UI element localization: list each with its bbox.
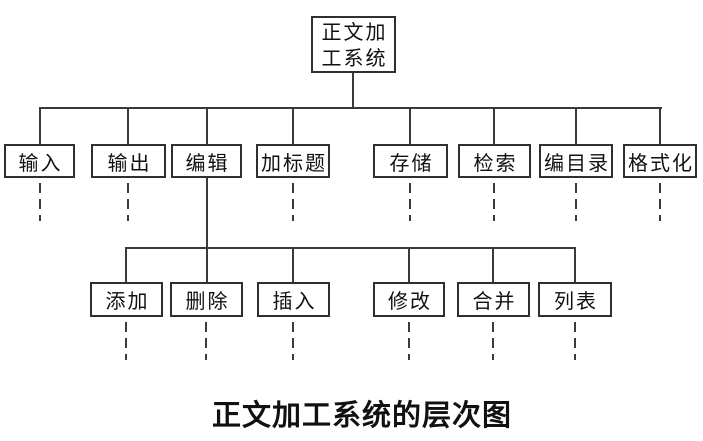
node-retrieval: 检索: [458, 144, 531, 178]
stub-output: [127, 183, 129, 221]
node-edit: 编辑: [171, 144, 242, 178]
connector-drop-catalog: [575, 107, 577, 145]
connector-level3-rail: [125, 247, 576, 249]
diagram-caption: 正文加工系统的层次图: [212, 398, 513, 432]
connector-drop-add: [125, 247, 127, 283]
connector-drop-input: [39, 107, 41, 145]
stub-modify: [408, 322, 410, 360]
node-merge-label: 合并: [472, 289, 517, 313]
stub-format: [659, 183, 661, 221]
node-storage: 存储: [373, 144, 448, 178]
connector-drop-output: [127, 107, 129, 145]
node-catalog-label: 编目录: [544, 150, 610, 175]
stub-add-title: [292, 183, 294, 221]
node-delete: 删除: [170, 282, 243, 317]
node-merge: 合并: [457, 282, 530, 317]
stub-catalog: [575, 183, 577, 221]
stub-retrieval: [493, 183, 495, 221]
stub-merge: [492, 322, 494, 360]
node-root: 正文加 工系统: [311, 16, 396, 73]
node-add-title-label: 加标题: [261, 150, 327, 175]
node-output: 输出: [91, 144, 166, 178]
node-output-label: 输出: [107, 150, 152, 175]
node-storage-label: 存储: [389, 150, 434, 175]
node-list-label: 列表: [554, 289, 598, 313]
node-modify-label: 修改: [388, 289, 432, 313]
connector-root-trunk: [352, 72, 354, 109]
connector-drop-modify: [408, 247, 410, 283]
node-delete-label: 删除: [185, 289, 230, 313]
node-retrieval-label: 检索: [473, 150, 518, 175]
node-catalog: 编目录: [539, 144, 613, 178]
node-input-label: 输入: [18, 150, 63, 175]
connector-drop-retrieval: [493, 107, 495, 145]
connector-level2-rail: [39, 107, 662, 109]
stub-input: [39, 183, 41, 221]
connector-drop-add-title: [292, 107, 294, 145]
node-input: 输入: [4, 144, 75, 178]
node-edit-label: 编辑: [185, 150, 230, 175]
stub-storage: [409, 183, 411, 221]
stub-list: [574, 322, 576, 360]
node-format-label: 格式化: [628, 150, 694, 175]
node-list: 列表: [538, 282, 612, 317]
node-add-title: 加标题: [256, 144, 330, 178]
connector-drop-insert: [292, 247, 294, 283]
node-add: 添加: [90, 282, 163, 317]
connector-drop-delete: [206, 247, 208, 283]
node-insert: 插入: [257, 282, 330, 317]
connector-drop-list: [574, 247, 576, 283]
node-insert-label: 插入: [272, 289, 317, 313]
node-format: 格式化: [623, 144, 697, 178]
connector-edit-trunk: [206, 177, 208, 249]
stub-delete: [205, 322, 207, 360]
node-modify: 修改: [373, 282, 445, 317]
connector-drop-edit: [206, 107, 208, 145]
stub-add: [125, 322, 127, 360]
stub-insert: [292, 322, 294, 360]
node-root-label-line2: 工系统: [321, 45, 388, 70]
connector-drop-format: [659, 107, 661, 145]
node-add-label: 添加: [105, 289, 150, 313]
node-root-label-line1: 正文加: [321, 19, 388, 44]
connector-drop-merge: [492, 247, 494, 283]
connector-drop-storage: [409, 107, 411, 145]
